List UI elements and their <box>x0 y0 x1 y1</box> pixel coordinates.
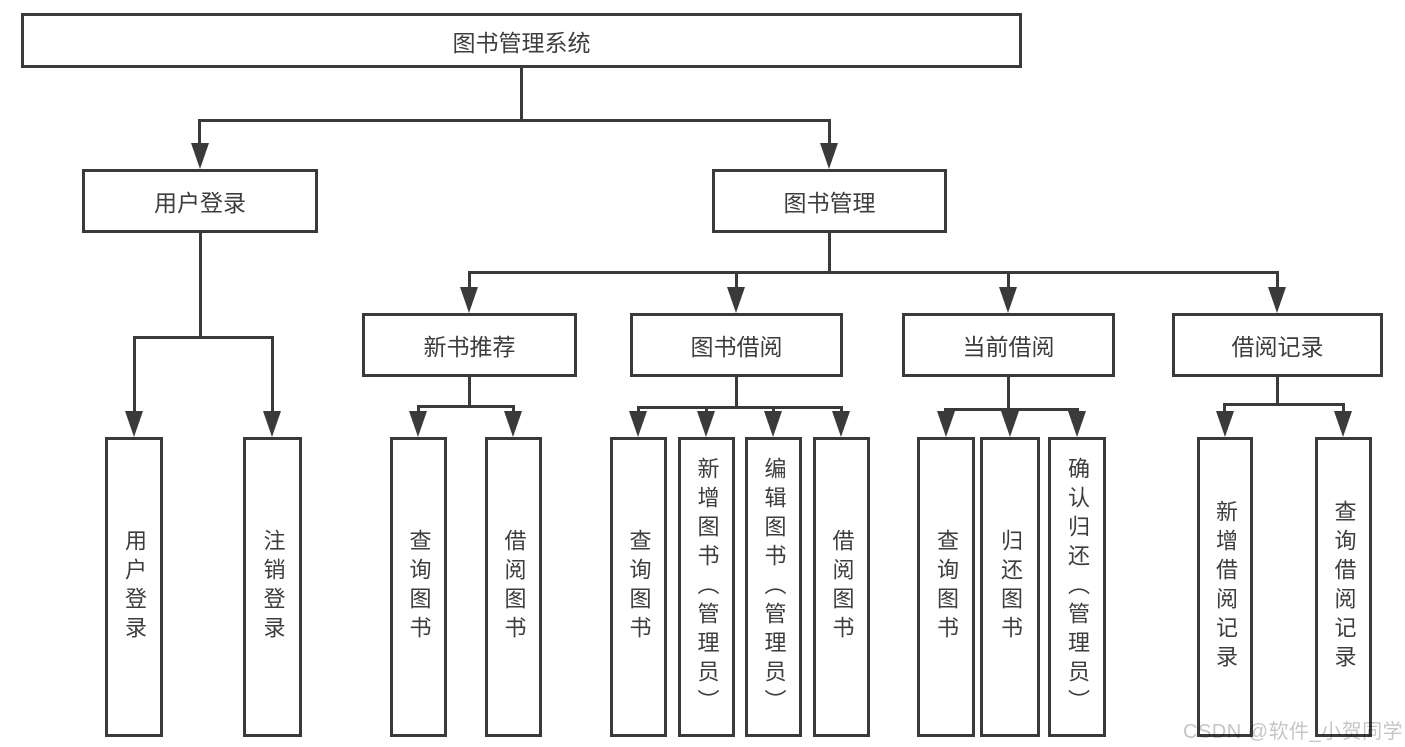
node-label: 借阅图书 <box>829 529 855 645</box>
connector-line <box>133 336 274 339</box>
node-current-borrowing: 当前借阅 <box>902 313 1115 377</box>
node-book-borrowing: 图书借阅 <box>630 313 843 377</box>
node-label: 图书管理 <box>783 190 876 216</box>
connector-line <box>637 406 843 409</box>
arrowhead-down-icon <box>1068 411 1086 437</box>
node-user-login: 用户登录 <box>82 169 318 233</box>
node-label: 查询图书 <box>406 529 432 645</box>
connector-line <box>772 406 775 413</box>
node-label: 借阅图书 <box>501 529 527 645</box>
arrowhead-down-icon <box>832 411 850 437</box>
node-label: 注销登录 <box>260 529 286 645</box>
connector-line <box>705 406 708 413</box>
leaf-user-login: 用户登录 <box>105 437 163 737</box>
connector-line <box>637 406 640 413</box>
connector-line <box>1276 376 1279 406</box>
connector-line <box>133 336 136 413</box>
node-borrowing-records: 借阅记录 <box>1172 313 1383 377</box>
arrowhead-down-icon <box>1334 411 1352 437</box>
arrowhead-down-icon <box>125 411 143 437</box>
arrowhead-down-icon <box>937 411 955 437</box>
connector-line <box>468 271 1279 274</box>
node-label: 新书推荐 <box>423 334 516 360</box>
node-library-system: 图书管理系统 <box>21 13 1022 68</box>
node-label: 确认归还（管理员） <box>1065 456 1090 718</box>
leaf-query-books-borrowing: 查询图书 <box>610 437 667 737</box>
node-label: 用户登录 <box>122 529 147 645</box>
connector-line <box>840 406 843 413</box>
leaf-query-books-recommend: 查询图书 <box>390 437 447 737</box>
connector-line <box>1076 408 1079 413</box>
connector-line <box>199 119 831 122</box>
arrowhead-down-icon <box>409 411 427 437</box>
connector-line <box>417 405 515 408</box>
node-new-book-recommend: 新书推荐 <box>362 313 577 377</box>
connector-line <box>1007 376 1010 411</box>
leaf-return-books: 归还图书 <box>980 437 1040 737</box>
connector-line <box>828 119 831 145</box>
watermark: CSDN @软件_小贺同学 <box>1183 721 1404 743</box>
node-label: 查询借阅记录 <box>1331 500 1357 674</box>
node-label: 用户登录 <box>154 190 246 216</box>
node-label: 新增图书（管理员） <box>694 456 720 718</box>
connector-line <box>1223 403 1226 413</box>
connector-line <box>468 376 471 408</box>
connector-line <box>735 376 738 409</box>
node-label: 归还图书 <box>998 529 1023 645</box>
arrowhead-down-icon <box>820 143 838 169</box>
connector-line <box>944 408 947 413</box>
connector-line <box>271 336 274 413</box>
arrowhead-down-icon <box>263 411 281 437</box>
arrowhead-down-icon <box>727 287 745 313</box>
connector-line <box>1007 271 1010 289</box>
arrowhead-down-icon <box>764 411 782 437</box>
node-label: 借阅记录 <box>1231 334 1324 360</box>
node-label: 查询图书 <box>626 529 652 645</box>
connector-line <box>735 271 738 289</box>
leaf-query-borrow-record: 查询借阅记录 <box>1315 437 1372 737</box>
connector-line <box>1223 403 1345 406</box>
connector-line <box>1008 408 1011 413</box>
node-label: 编辑图书（管理员） <box>761 456 787 718</box>
arrowhead-down-icon <box>1268 287 1286 313</box>
node-label: 查询图书 <box>934 529 959 645</box>
leaf-add-book-admin: 新增图书（管理员） <box>678 437 735 737</box>
arrowhead-down-icon <box>629 411 647 437</box>
arrowhead-down-icon <box>1216 411 1234 437</box>
node-book-management: 图书管理 <box>712 169 947 233</box>
arrowhead-down-icon <box>191 143 209 169</box>
connector-line <box>944 408 1079 411</box>
leaf-borrow-books: 借阅图书 <box>813 437 870 737</box>
arrowhead-down-icon <box>999 287 1017 313</box>
leaf-query-books-current: 查询图书 <box>917 437 975 737</box>
arrowhead-down-icon <box>697 411 715 437</box>
leaf-edit-book-admin: 编辑图书（管理员） <box>745 437 802 737</box>
node-label: 图书管理系统 <box>452 29 591 56</box>
arrowhead-down-icon <box>504 411 522 437</box>
arrowhead-down-icon <box>460 287 478 313</box>
connector-line <box>468 271 471 289</box>
connector-line <box>1276 271 1279 289</box>
connector-line <box>512 405 515 413</box>
connector-line <box>1342 403 1345 413</box>
node-label: 图书借阅 <box>690 334 783 360</box>
connector-line <box>417 405 420 413</box>
connector-line <box>198 119 201 145</box>
connector-line <box>199 232 202 339</box>
leaf-add-borrow-record: 新增借阅记录 <box>1197 437 1253 737</box>
leaf-confirm-return-admin: 确认归还（管理员） <box>1048 437 1106 737</box>
connector-line <box>828 232 831 274</box>
leaf-borrow-books-recommend: 借阅图书 <box>485 437 542 737</box>
arrowhead-down-icon <box>1001 411 1019 437</box>
node-label: 当前借阅 <box>962 334 1055 360</box>
node-label: 新增借阅记录 <box>1213 500 1238 674</box>
connector-line <box>520 67 523 120</box>
leaf-logout: 注销登录 <box>243 437 302 737</box>
